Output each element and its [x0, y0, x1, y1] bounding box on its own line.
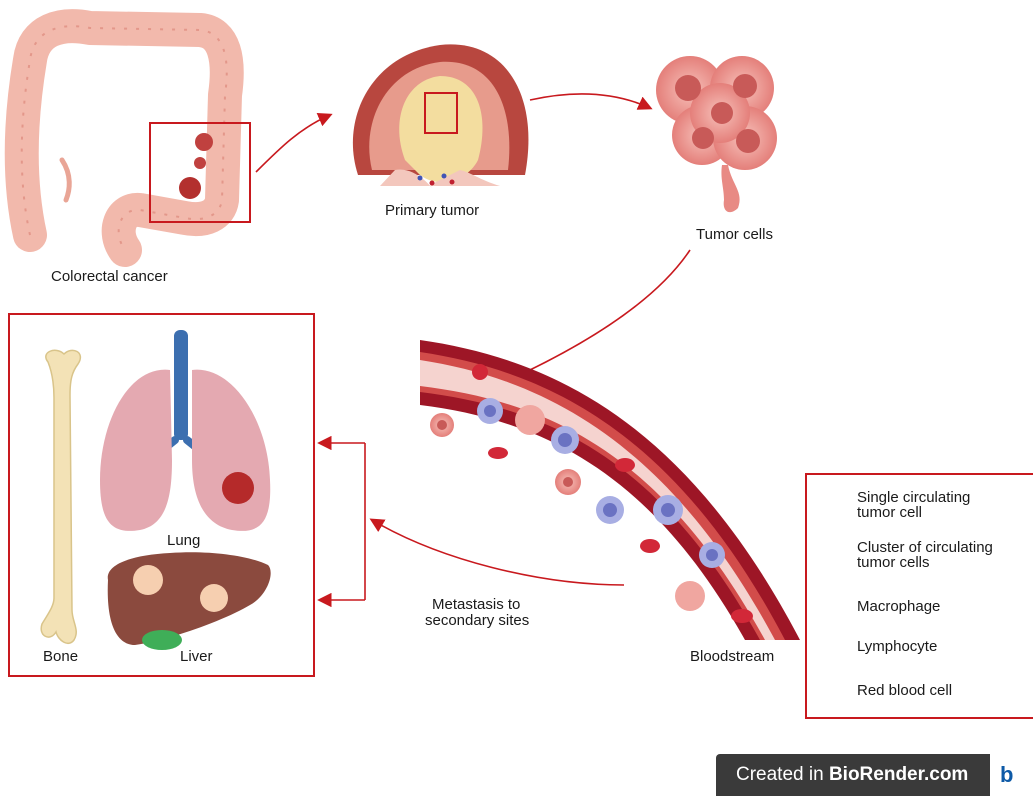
biorender-badge[interactable]: Created in BioRender.com b	[716, 754, 1033, 796]
label-metastasis-line1: Metastasis to	[432, 596, 520, 613]
legend-label: tumor cells	[857, 555, 993, 570]
legend-item-red-blood-cell: Red blood cell	[857, 683, 952, 698]
legend-item-single-tumor-cell: Single circulating tumor cell	[857, 490, 970, 520]
arrow-colon-to-tumor	[256, 115, 330, 172]
legend-label: Single circulating	[857, 490, 970, 505]
legend: Single circulating tumor cell Cluster of…	[805, 473, 1033, 719]
bone-illustration	[41, 350, 80, 643]
primary-tumor-illustration	[353, 44, 529, 188]
badge-brand: BioRender.com	[829, 764, 968, 785]
badge-prefix: Created in	[736, 764, 829, 785]
label-lung: Lung	[167, 532, 200, 549]
label-liver: Liver	[180, 648, 213, 665]
legend-label: Cluster of circulating	[857, 540, 993, 555]
legend-item-tumor-cluster: Cluster of circulating tumor cells	[857, 540, 993, 570]
legend-item-lymphocyte: Lymphocyte	[857, 639, 937, 654]
arrow-tumor-to-cells	[530, 94, 650, 108]
label-colorectal-cancer: Colorectal cancer	[51, 268, 168, 285]
liver-illustration	[108, 552, 271, 650]
arrow-bracket-to-organs	[320, 443, 365, 600]
label-metastasis-line2: secondary sites	[425, 612, 529, 629]
tumor-cells-illustration	[656, 56, 777, 212]
blood-vessel	[420, 340, 800, 640]
colon-illustration	[22, 26, 227, 250]
legend-label: Lymphocyte	[857, 639, 937, 654]
legend-label: Red blood cell	[857, 683, 952, 698]
biorender-logo-icon: b	[990, 754, 1033, 796]
legend-label: Macrophage	[857, 599, 940, 614]
legend-label: tumor cell	[857, 505, 970, 520]
arrow-bloodstream-to-sites	[372, 520, 624, 585]
label-tumor-cells: Tumor cells	[696, 226, 773, 243]
label-primary-tumor: Primary tumor	[385, 202, 479, 219]
legend-item-macrophage: Macrophage	[857, 599, 940, 614]
lung-illustration	[100, 330, 270, 531]
label-bone: Bone	[43, 648, 78, 665]
label-bloodstream: Bloodstream	[690, 648, 774, 665]
